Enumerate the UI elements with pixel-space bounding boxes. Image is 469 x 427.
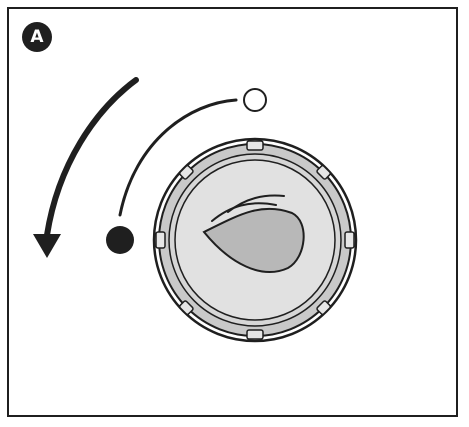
panel-label-badge: A: [22, 22, 52, 52]
flame-icon: [202, 194, 305, 273]
rotation-arrow-icon: [33, 77, 139, 258]
travel-arc: [118, 98, 238, 217]
panel-label: A: [30, 26, 44, 47]
closed-position-icon: [106, 226, 134, 254]
knob-grip-notches: [155, 140, 355, 340]
control-knob[interactable]: [152, 137, 358, 343]
open-position-icon: [243, 88, 267, 112]
